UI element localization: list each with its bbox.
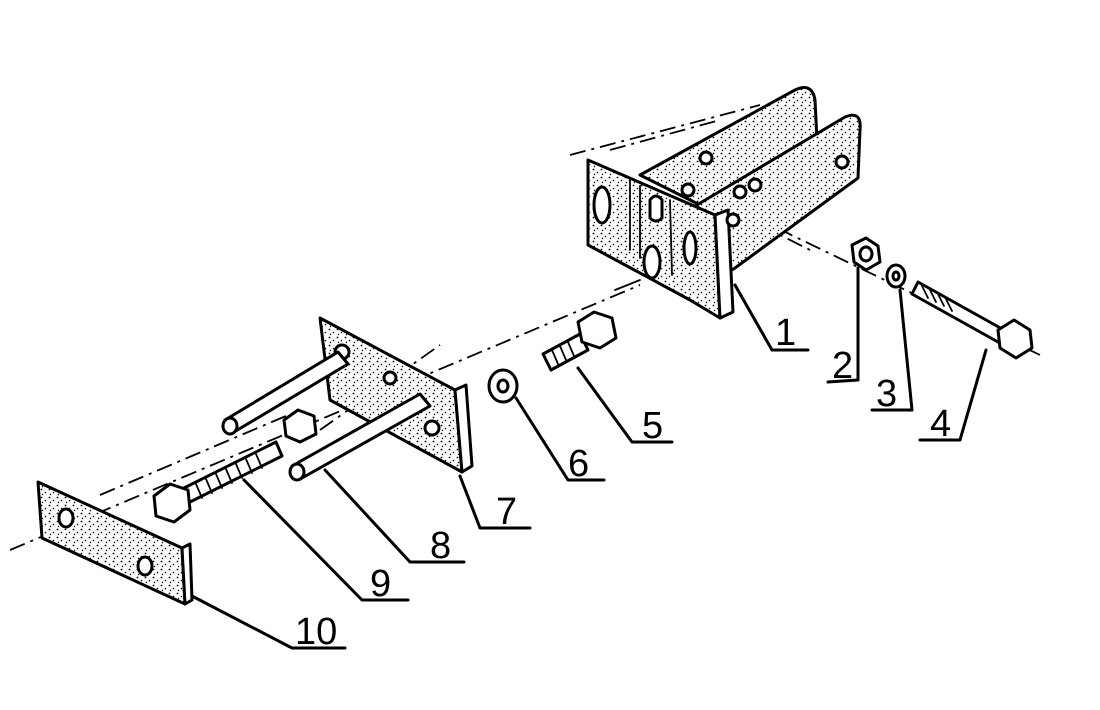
part-2-nut: [850, 236, 882, 272]
part-10-end-plate: [36, 480, 194, 606]
part-4-long-bolt: [910, 280, 1034, 360]
leader-lines: [190, 266, 988, 650]
part-8-guide-rods: [221, 350, 432, 482]
part-3-lock-washer: [885, 263, 907, 289]
callout-2: 2: [832, 345, 853, 387]
callout-7: 7: [496, 491, 517, 533]
center-lines: [9, 104, 1041, 551]
part-6-washer: [487, 368, 519, 404]
callout-6: 6: [568, 443, 589, 485]
part-1-channel-bracket: [586, 86, 862, 320]
callout-labels: 1 2 3 4 5 6 7 8 9 10: [295, 312, 951, 653]
callout-4: 4: [930, 403, 951, 445]
part-9-hex-bolt: [152, 440, 284, 524]
callout-8: 8: [430, 525, 451, 567]
callout-5: 5: [642, 405, 663, 447]
part-5-cap-screw: [541, 310, 618, 372]
callout-10: 10: [295, 611, 337, 653]
callout-3: 3: [876, 373, 897, 415]
callout-1: 1: [775, 312, 796, 354]
callout-9: 9: [370, 563, 391, 605]
